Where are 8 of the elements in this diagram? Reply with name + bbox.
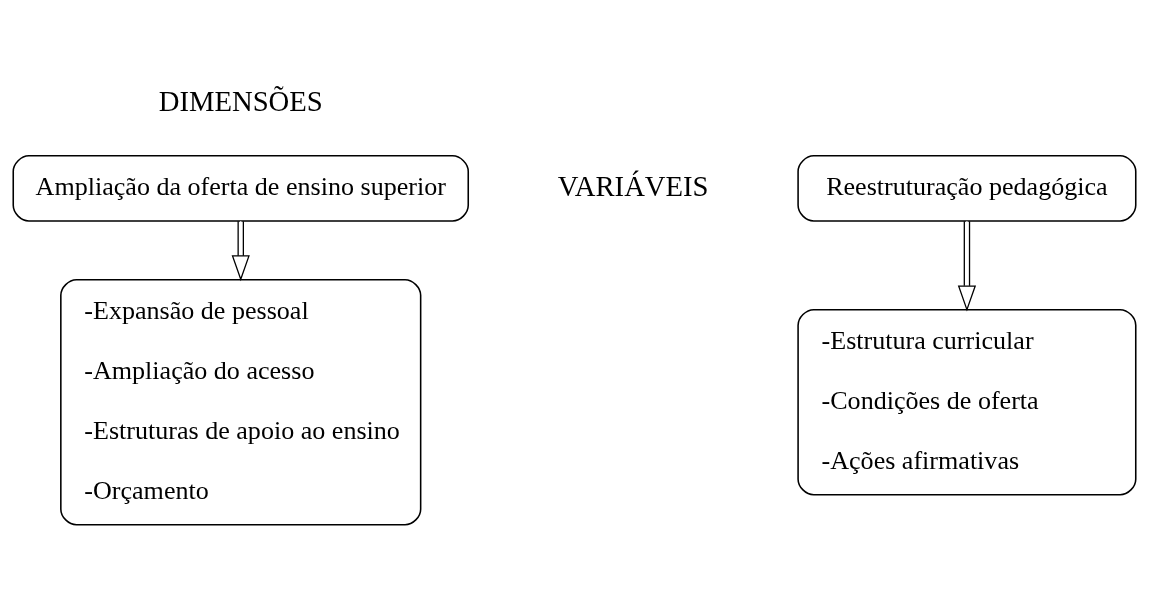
- arrow: [231, 220, 250, 282]
- arrow: [957, 220, 977, 312]
- node-box: Ampliação da oferta de ensino superior: [12, 155, 470, 222]
- label: VARIÁVEIS: [557, 169, 709, 202]
- node-box: Reestruturação pedagógica: [797, 155, 1137, 222]
- node-box: -Expansão de pessoal -Ampliação do acesso -Estruturas de apoio ao ensino -Orçamento: [60, 278, 422, 526]
- node-box: -Estrutura curricular -Condições de oferta -Ações afirmativas: [797, 308, 1137, 496]
- label: DIMENSÕES: [158, 84, 323, 117]
